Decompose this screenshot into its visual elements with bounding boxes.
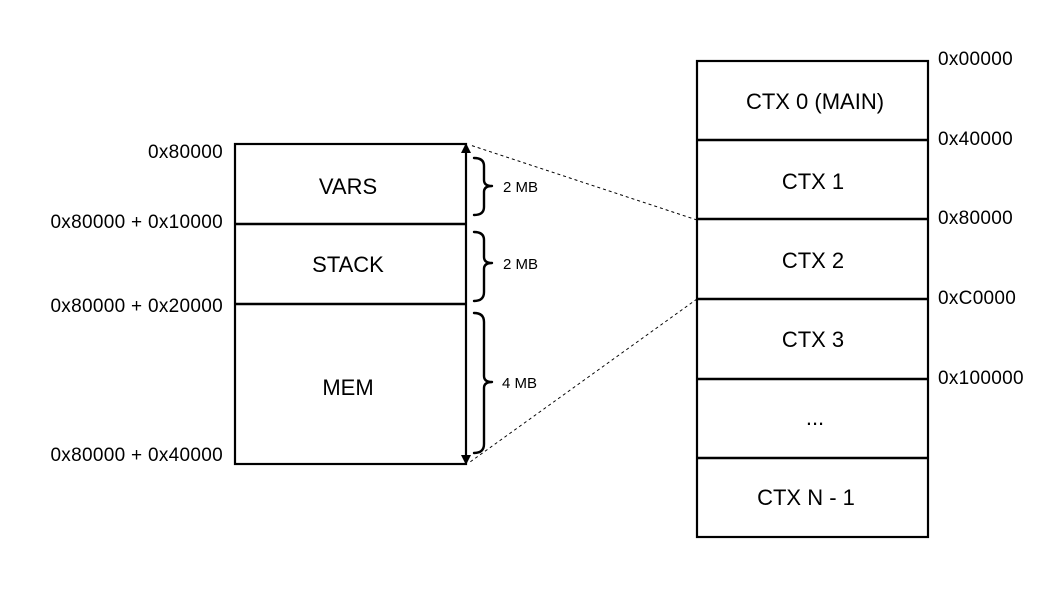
address-label: 0x00000 bbox=[938, 49, 1013, 70]
context-layout-block: VARS STACK MEM bbox=[233, 142, 468, 466]
span-arrow-top-head bbox=[461, 143, 471, 153]
stack-cell-label: STACK bbox=[312, 252, 384, 277]
address-label: 0x80000 + 0x20000 bbox=[50, 296, 223, 317]
connector-top-line bbox=[469, 144, 698, 221]
ctx-0-label: CTX 0 (MAIN) bbox=[746, 89, 884, 114]
context-layout-addresses: 0x80000 0x80000 + 0x10000 0x80000 + 0x20… bbox=[50, 142, 223, 466]
mem-size-label: 4 MB bbox=[502, 375, 537, 392]
address-label: 0x80000 bbox=[938, 208, 1013, 229]
span-arrow-bottom-head bbox=[461, 455, 471, 465]
ctx-3-label: CTX 3 bbox=[782, 327, 844, 352]
span-arrow bbox=[461, 143, 471, 465]
vars-size-label: 2 MB bbox=[503, 179, 538, 196]
address-label: 0x80000 + 0x40000 bbox=[50, 445, 223, 466]
ctx-ellipsis-label: ... bbox=[806, 405, 824, 430]
vars-cell-label: VARS bbox=[319, 174, 377, 199]
ctx-1-label: CTX 1 bbox=[782, 169, 844, 194]
stack-size-brace bbox=[472, 230, 494, 303]
zoom-connector bbox=[469, 144, 698, 463]
ctx-2-label: CTX 2 bbox=[782, 248, 844, 273]
address-label: 0x80000 bbox=[148, 142, 223, 163]
context-table-addresses: 0x00000 0x40000 0x80000 0xC0000 0x100000 bbox=[938, 49, 1024, 389]
mem-cell-label: MEM bbox=[322, 375, 373, 400]
address-label: 0x80000 + 0x10000 bbox=[50, 212, 223, 233]
stack-size-label: 2 MB bbox=[503, 256, 538, 273]
ctx-last-label: CTX N - 1 bbox=[757, 485, 855, 510]
address-label: 0x40000 bbox=[938, 129, 1013, 150]
vars-size-brace bbox=[472, 156, 494, 217]
address-label: 0x100000 bbox=[938, 368, 1024, 389]
mem-size-brace bbox=[472, 311, 494, 455]
size-braces: 2 MB 2 MB 4 MB bbox=[472, 156, 538, 455]
context-table-block: CTX 0 (MAIN) CTX 1 CTX 2 CTX 3 ... CTX N… bbox=[695, 59, 930, 539]
address-label: 0xC0000 bbox=[938, 288, 1016, 309]
connector-bottom-line bbox=[469, 298, 698, 463]
